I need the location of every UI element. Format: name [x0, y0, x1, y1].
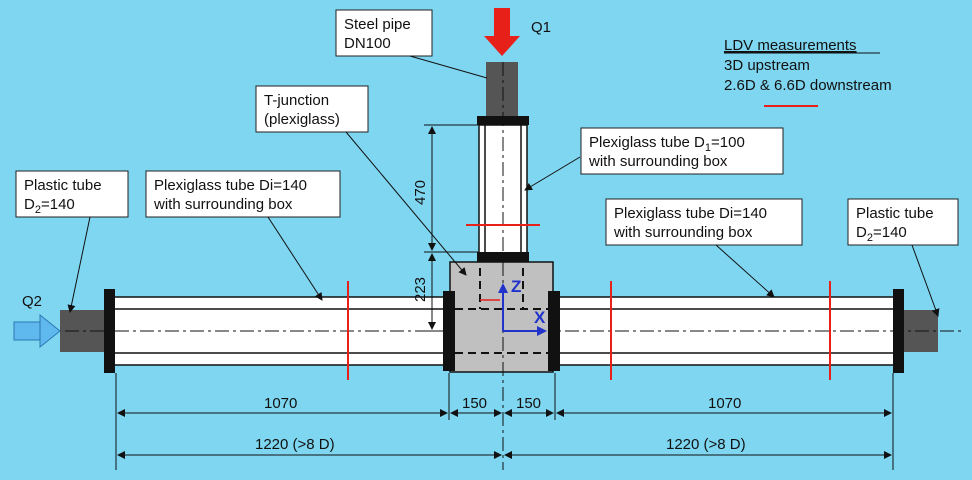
flow-q2: Q2: [13, 293, 61, 349]
dimension-right-1070: 1070: [708, 395, 741, 412]
label-steel-pipe: Steel pipe DN100: [335, 9, 433, 57]
t-junction-line-2: (plexiglass): [264, 111, 340, 128]
dimension-left-1070: 1070: [264, 395, 297, 412]
plexiglass-left-line-2: with surrounding box: [153, 196, 293, 213]
flow-q1: Q1: [484, 8, 551, 56]
dimension-left-150: 150: [462, 395, 487, 412]
legend-line-1: 3D upstream: [724, 57, 810, 74]
ldv-legend: LDV measurements 3D upstream 2.6D & 6.6D…: [724, 37, 892, 107]
steel-pipe: [486, 62, 518, 118]
dimension-left-1220: 1220 (>8 D): [255, 436, 335, 453]
label-plastic-right: Plastic tube D2=140: [847, 198, 959, 246]
q1-arrow-shaft: [494, 8, 510, 40]
q2-arrow-icon: [39, 313, 61, 349]
plexiglass-right-line-2: with surrounding box: [613, 224, 753, 241]
plastic-left-line-2: D2=140: [24, 196, 75, 216]
q1-label: Q1: [531, 19, 551, 36]
label-t-junction: T-junction (plexiglass): [255, 85, 369, 133]
plexiglass-right-line-1: Plexiglass tube Di=140: [614, 205, 767, 222]
label-plexiglass-right: Plexiglass tube Di=140 with surrounding …: [605, 198, 803, 246]
x-axis-label: X: [534, 308, 546, 327]
legend-title: LDV measurements: [724, 37, 857, 54]
q2-label: Q2: [22, 293, 42, 310]
z-axis-label: Z: [511, 277, 521, 296]
plexiglass-left-line-1: Plexiglass tube Di=140: [154, 177, 307, 194]
vertical-branch: [477, 62, 529, 470]
dimension-223: 223: [412, 277, 429, 302]
dimension-right-1220: 1220 (>8 D): [666, 436, 746, 453]
legend-line-2: 2.6D & 6.6D downstream: [724, 77, 892, 94]
coordinate-axes: Z X: [498, 277, 547, 336]
horizontal-dimensions: 1070 150 150 1070 1220 (>8 D) 1220 (>8 D…: [115, 373, 894, 470]
q1-arrow-icon: [484, 36, 520, 56]
t-junction-block: [443, 261, 560, 373]
dimension-right-150: 150: [516, 395, 541, 412]
plastic-left-line-1: Plastic tube: [24, 177, 102, 194]
q2-arrow-shaft: [13, 321, 43, 341]
steel-pipe-line-2: DN100: [344, 35, 391, 52]
t-junction-line-1: T-junction: [264, 92, 329, 109]
steel-pipe-line-1: Steel pipe: [344, 16, 411, 33]
vertical-dimensions: 470 223: [412, 124, 478, 332]
plexiglass-vertical-line-2: with surrounding box: [588, 153, 728, 170]
label-plastic-left: Plastic tube D2=140: [15, 170, 129, 218]
label-plexiglass-vertical: Plexiglass tube D1=100 with surrounding …: [580, 127, 784, 175]
ldv-measurement-lines: [347, 224, 831, 380]
plexiglass-vertical-line-1: Plexiglass tube D1=100: [589, 134, 745, 154]
dimension-470: 470: [412, 180, 429, 205]
plastic-right-line-1: Plastic tube: [856, 205, 934, 222]
plastic-right-line-2: D2=140: [856, 224, 907, 244]
label-plexiglass-left: Plexiglass tube Di=140 with surrounding …: [145, 170, 341, 218]
